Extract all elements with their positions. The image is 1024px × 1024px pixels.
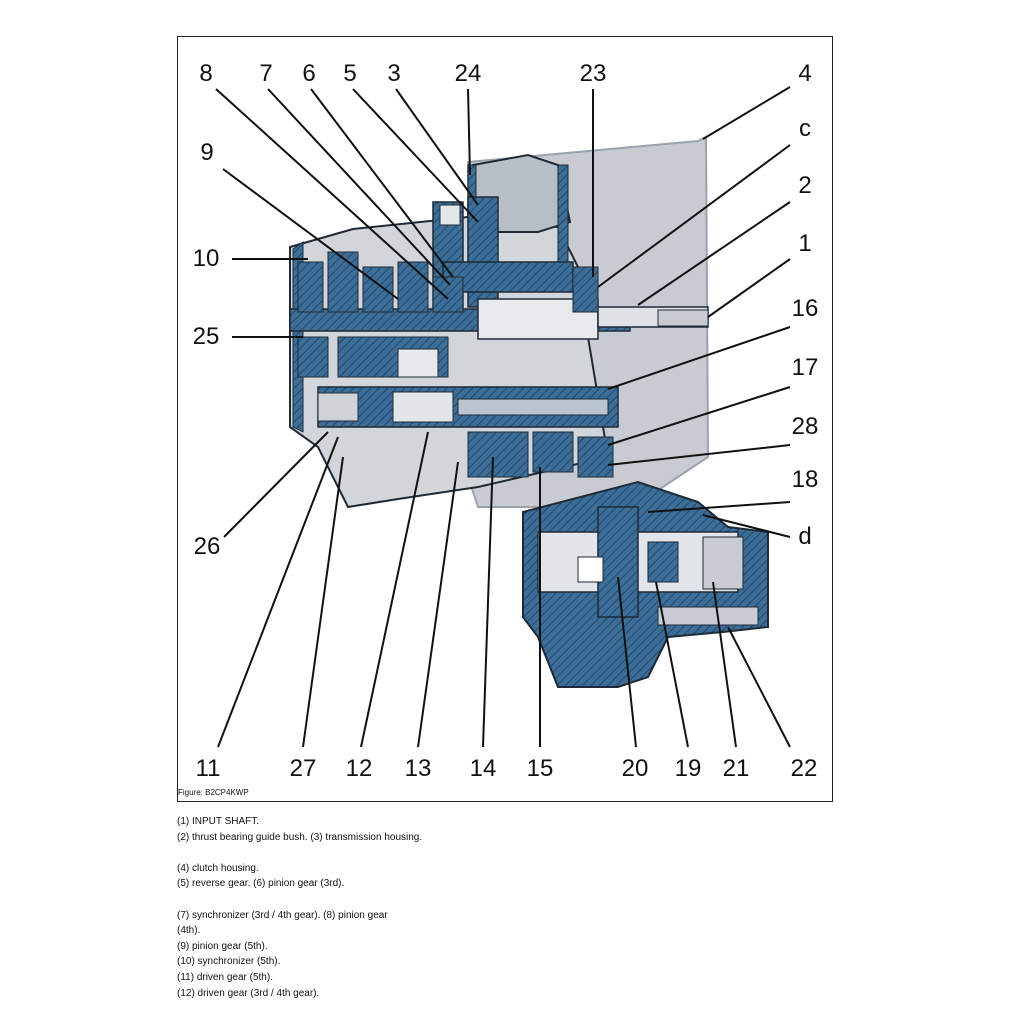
callout-2: 2 <box>798 172 812 199</box>
figure-frame: 8 7 6 5 3 24 23 4 c 9 2 10 1 25 16 17 28… <box>177 36 833 802</box>
differential-housing <box>522 480 769 688</box>
output-shaft <box>317 386 619 478</box>
legend-line: (2) thrust bearing guide bush. (3) trans… <box>177 831 423 843</box>
legend-line: (11) driven gear (5th). <box>177 971 273 983</box>
callout-17: 17 <box>791 354 819 381</box>
callout-15: 15 <box>526 755 554 782</box>
callout-12: 12 <box>345 755 373 782</box>
upper-gear-set <box>297 251 599 378</box>
callout-22: 22 <box>790 755 818 782</box>
legend-line: (9) pinion gear (5th). <box>177 940 268 952</box>
callout-13: 13 <box>404 755 432 782</box>
callout-c: c <box>799 115 811 142</box>
callout-d: d <box>798 523 812 550</box>
callout-16: 16 <box>791 295 819 322</box>
legend-line: (12) driven gear (3rd / 4th gear). <box>177 987 320 999</box>
figure-caption: Figure: B2CP4KWP <box>178 788 249 797</box>
leader-lines <box>215 86 791 748</box>
legend-gap <box>177 845 817 861</box>
callout-21: 21 <box>722 755 750 782</box>
callout-24: 24 <box>454 60 482 87</box>
callout-14: 14 <box>469 755 497 782</box>
legend-line: (10) synchronizer (5th). <box>177 956 281 968</box>
callout-25: 25 <box>192 323 220 350</box>
callout-26: 26 <box>193 533 221 560</box>
legend-line: (7) synchronizer (3rd / 4th gear). (8) p… <box>177 909 388 921</box>
callout-20: 20 <box>621 755 649 782</box>
callout-9: 9 <box>200 139 214 166</box>
callout-27: 27 <box>289 755 317 782</box>
legend-line: (4) clutch housing. <box>177 862 259 874</box>
callout-3: 3 <box>387 60 401 87</box>
callout-1: 1 <box>798 230 812 257</box>
callout-28: 28 <box>791 413 819 440</box>
callout-7: 7 <box>259 60 273 87</box>
input-shaft <box>289 298 709 340</box>
callout-4: 4 <box>798 60 812 87</box>
callout-6: 6 <box>302 60 316 87</box>
callout-23: 23 <box>579 60 607 87</box>
parts-legend: (1) INPUT SHAFT. (2) thrust bearing guid… <box>177 814 817 1001</box>
callout-11: 11 <box>195 755 221 782</box>
legend-gap <box>177 892 817 908</box>
legend-line: (4th). <box>177 925 201 937</box>
callout-18: 18 <box>791 466 819 493</box>
callout-5: 5 <box>343 60 357 87</box>
legend-line: (1) INPUT SHAFT. <box>177 816 260 827</box>
callout-10: 10 <box>192 245 220 272</box>
transmission-cross-section <box>215 86 791 748</box>
legend-line: (5) reverse gear. (6) pinion gear (3rd). <box>177 878 345 890</box>
callout-8: 8 <box>199 60 213 87</box>
callout-19: 19 <box>674 755 702 782</box>
